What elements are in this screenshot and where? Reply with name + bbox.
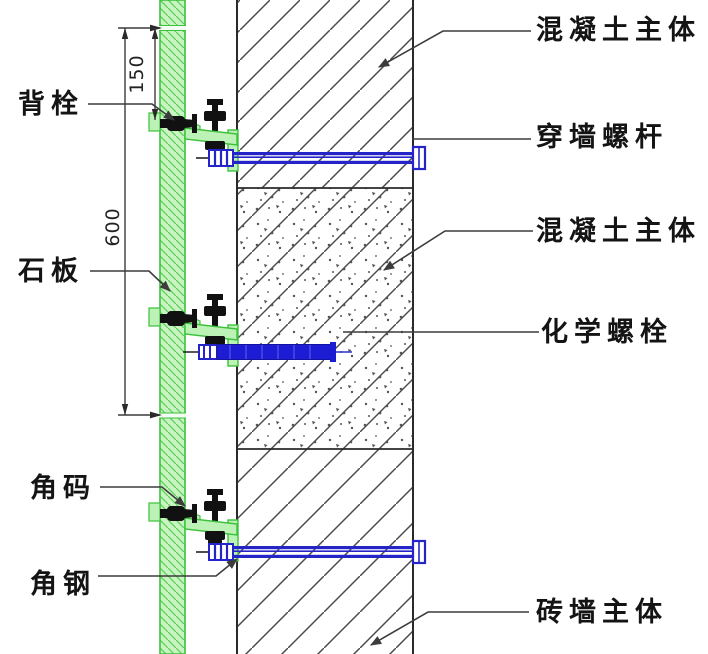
leader-lines	[88, 30, 539, 646]
text-labels: 混凝土主体 穿墙螺杆 混凝土主体 化学螺栓 砖墙主体 背栓 石板 角码 角钢	[17, 15, 701, 628]
stone-panel-strip	[158, 0, 187, 654]
label-brick-wall: 砖墙主体	[536, 597, 668, 628]
stone-panel-joint-bottom	[158, 412, 187, 419]
label-chemical-anchor: 化学螺栓	[541, 316, 673, 348]
label-concrete-mid: 混凝土主体	[536, 216, 701, 247]
stone-panel-joint-top	[158, 25, 187, 31]
wall-section-concrete-top	[237, 0, 413, 188]
leader-brick-wall	[370, 611, 529, 646]
leader-angle-steel	[98, 558, 238, 577]
label-back-bolt: 背栓	[18, 89, 84, 120]
wall-section-concrete-mid	[237, 188, 413, 449]
label-stone-panel: 石板	[17, 256, 84, 287]
dimension-group: 150 600	[102, 24, 162, 419]
label-corner-bracket: 角码	[30, 472, 96, 504]
leader-concrete-mid	[383, 230, 533, 271]
label-angle-steel: 角钢	[30, 568, 96, 600]
leader-corner-bracket	[100, 486, 186, 507]
label-concrete-top: 混凝土主体	[536, 15, 701, 46]
dim-text-150: 150	[126, 54, 148, 93]
leader-stone-panel	[90, 270, 171, 292]
label-through-wall-screw: 穿墙螺杆	[536, 121, 668, 153]
dim-text-600: 600	[102, 207, 124, 246]
chemical-anchor-bolt	[183, 342, 352, 362]
leader-concrete-top	[378, 30, 531, 68]
leader-back-bolt	[88, 103, 175, 121]
